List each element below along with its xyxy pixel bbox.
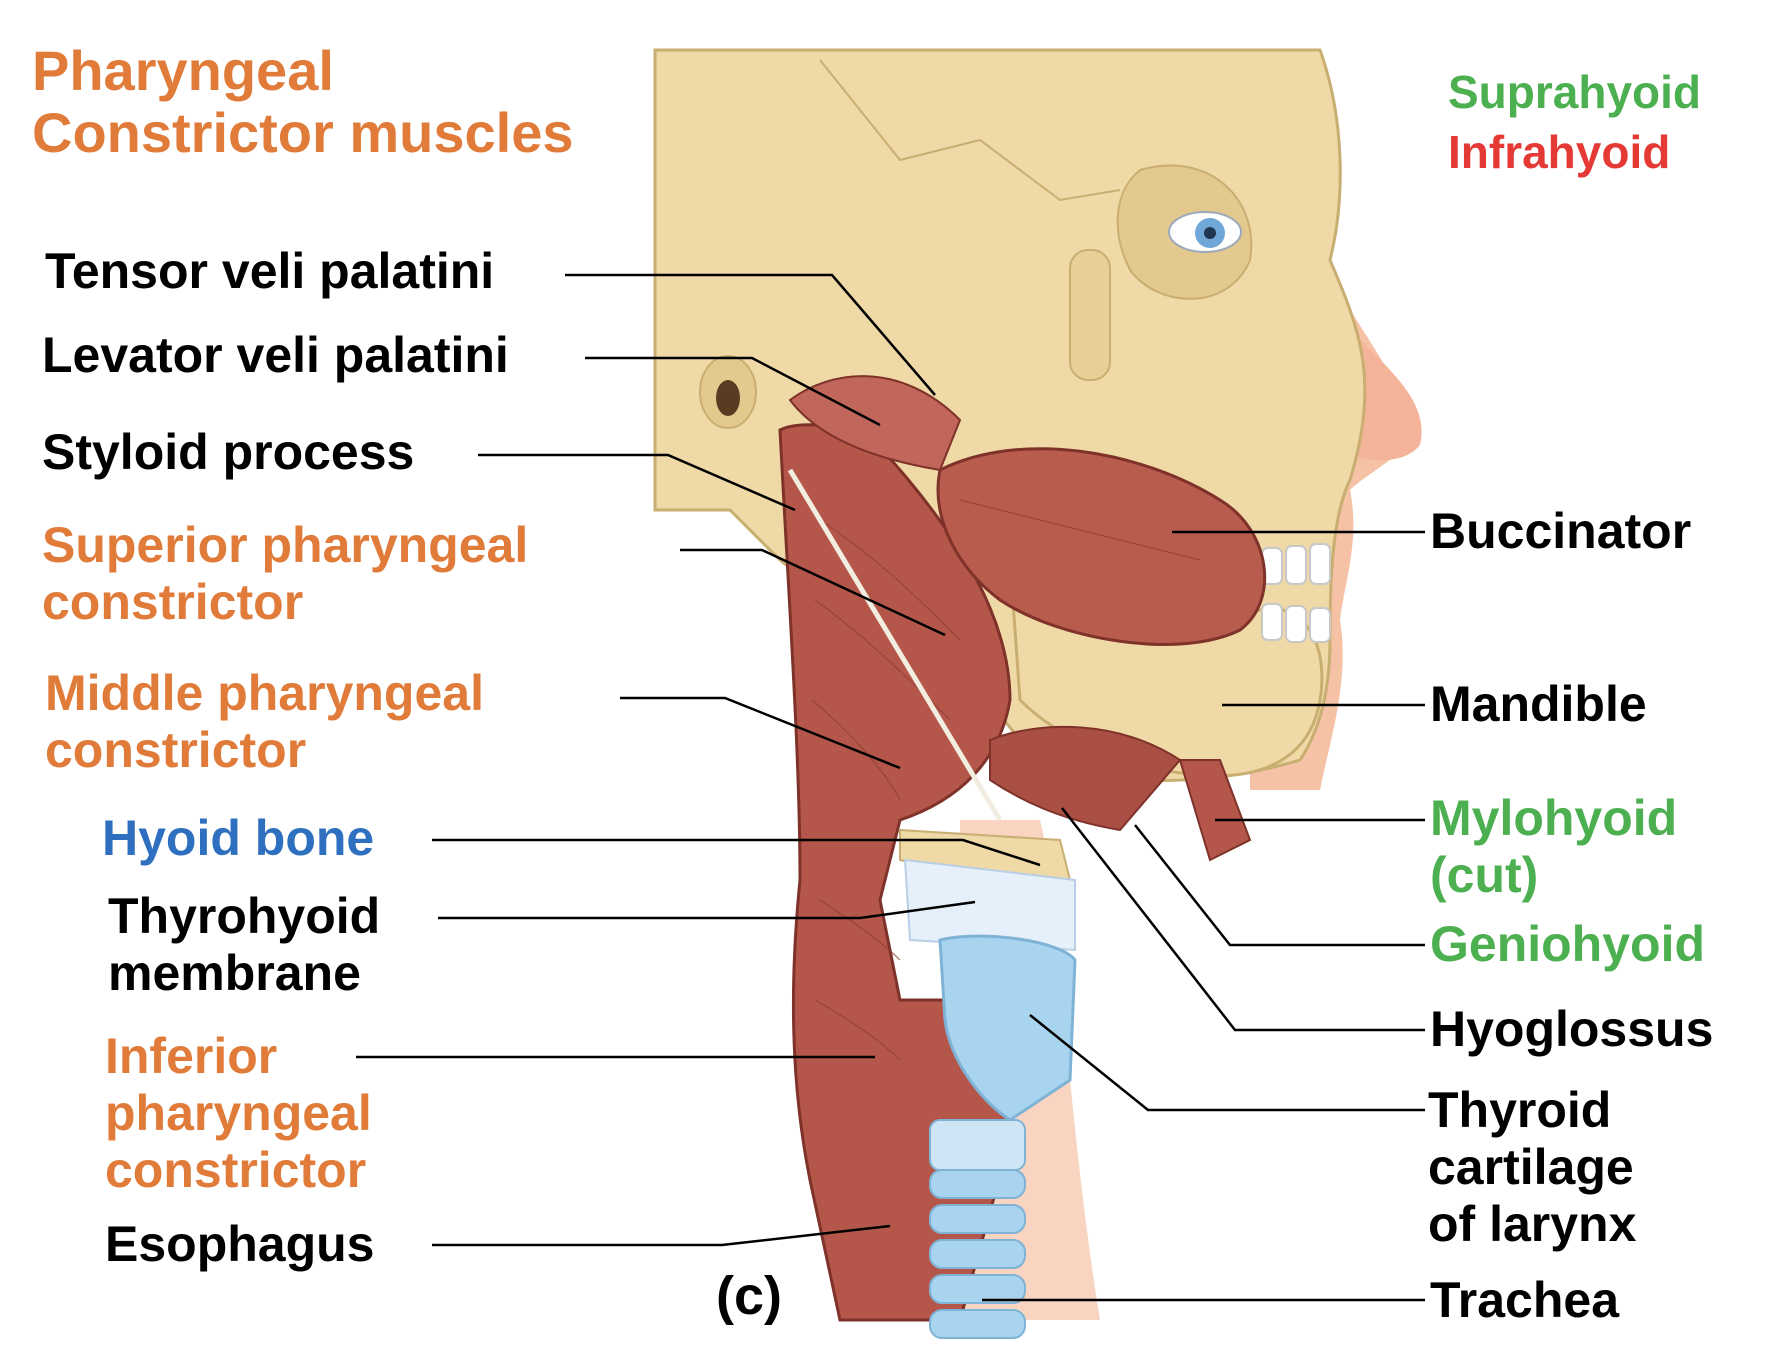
label-mandible: Mandible bbox=[1430, 676, 1647, 732]
label-buccinator: Buccinator bbox=[1430, 503, 1692, 559]
leader-superior bbox=[680, 548, 946, 637]
figure-title-line2: Constrictor muscles bbox=[32, 101, 574, 164]
leader-geniohyoid bbox=[1134, 824, 1425, 947]
figure-title: Pharyngeal Constrictor muscles bbox=[32, 40, 574, 164]
label-trachea: Trachea bbox=[1430, 1272, 1620, 1328]
panel-label: (c) bbox=[716, 1266, 782, 1326]
eye-pupil bbox=[1204, 227, 1216, 239]
leader-esophagus bbox=[432, 1224, 891, 1247]
trachea-rings bbox=[929, 1169, 1026, 1339]
label-superior-pharyngeal-constrictor: Superior pharyngeal constrictor bbox=[42, 517, 528, 631]
leader-tensor bbox=[565, 273, 936, 396]
teeth bbox=[1261, 543, 1331, 643]
label-thyroid-line3: of larynx bbox=[1428, 1196, 1637, 1252]
leader-hyoid bbox=[432, 838, 1041, 867]
label-styloid-process: Styloid process bbox=[42, 424, 415, 480]
label-esophagus: Esophagus bbox=[105, 1216, 375, 1272]
thyrohyoid-membrane-shape bbox=[903, 858, 1076, 952]
label-inferior-pharyngeal-constrictor: Inferior pharyngeal constrictor bbox=[105, 1028, 372, 1199]
buccinator-muscle bbox=[936, 447, 1267, 646]
label-superior-line2: constrictor bbox=[42, 574, 304, 630]
label-hyoglossus: Hyoglossus bbox=[1430, 1001, 1714, 1057]
leader-styloid bbox=[478, 453, 796, 512]
label-thyrohyoid-membrane: Thyrohyoid membrane bbox=[108, 888, 380, 1002]
leader-thyroid bbox=[1029, 1014, 1425, 1112]
muscle-striations bbox=[811, 499, 1201, 1061]
leader-middle bbox=[620, 696, 901, 770]
label-inferior-line1: Inferior bbox=[105, 1028, 278, 1084]
leader-hyoglossus bbox=[1061, 807, 1425, 1032]
legend-infrahyoid: Infrahyoid bbox=[1448, 126, 1671, 178]
label-thyroid-cartilage: Thyroid cartilage of larynx bbox=[1428, 1082, 1636, 1253]
label-hyoid-bone: Hyoid bone bbox=[102, 810, 375, 866]
label-mylohyoid-line1: Mylohyoid bbox=[1430, 790, 1678, 846]
styloid-ligament bbox=[787, 468, 1003, 822]
skull-suture bbox=[819, 59, 1121, 202]
label-thyroid-line2: cartilage bbox=[1428, 1139, 1634, 1195]
label-thyroid-line1: Thyroid bbox=[1428, 1082, 1612, 1138]
hyoglossus-muscle bbox=[989, 725, 1182, 832]
label-inferior-line3: constrictor bbox=[105, 1142, 367, 1198]
label-thyrohyoid-line1: Thyrohyoid bbox=[108, 888, 381, 944]
leader-levator bbox=[585, 356, 881, 427]
label-tensor-veli-palatini: Tensor veli palatini bbox=[45, 243, 495, 299]
label-middle-pharyngeal-constrictor: Middle pharyngeal constrictor bbox=[45, 665, 484, 779]
leader-thyrohyoid bbox=[438, 900, 976, 920]
label-mylohyoid: Mylohyoid (cut) bbox=[1430, 790, 1677, 904]
label-middle-line2: constrictor bbox=[45, 722, 307, 778]
label-levator-veli-palatini: Levator veli palatini bbox=[42, 327, 509, 383]
leader-lines bbox=[356, 273, 1425, 1302]
mylohyoid-muscle bbox=[1178, 759, 1252, 862]
label-thyrohyoid-line2: membrane bbox=[108, 945, 361, 1001]
thyroid-cartilage-shape bbox=[938, 934, 1077, 1122]
ear-canal-hole bbox=[716, 380, 740, 416]
zygomatic-arch bbox=[1069, 249, 1111, 381]
label-geniohyoid: Geniohyoid bbox=[1430, 916, 1705, 972]
label-mylohyoid-line2: (cut) bbox=[1430, 847, 1539, 903]
legend-suprahyoid: Suprahyoid bbox=[1448, 66, 1702, 118]
trachea-tube bbox=[929, 1119, 1026, 1171]
label-inferior-line2: pharyngeal bbox=[105, 1085, 372, 1141]
label-middle-line1: Middle pharyngeal bbox=[45, 665, 484, 721]
figure-title-line1: Pharyngeal bbox=[32, 39, 334, 102]
pharynx-muscle bbox=[778, 423, 1012, 1322]
label-superior-line1: Superior pharyngeal bbox=[42, 517, 529, 573]
